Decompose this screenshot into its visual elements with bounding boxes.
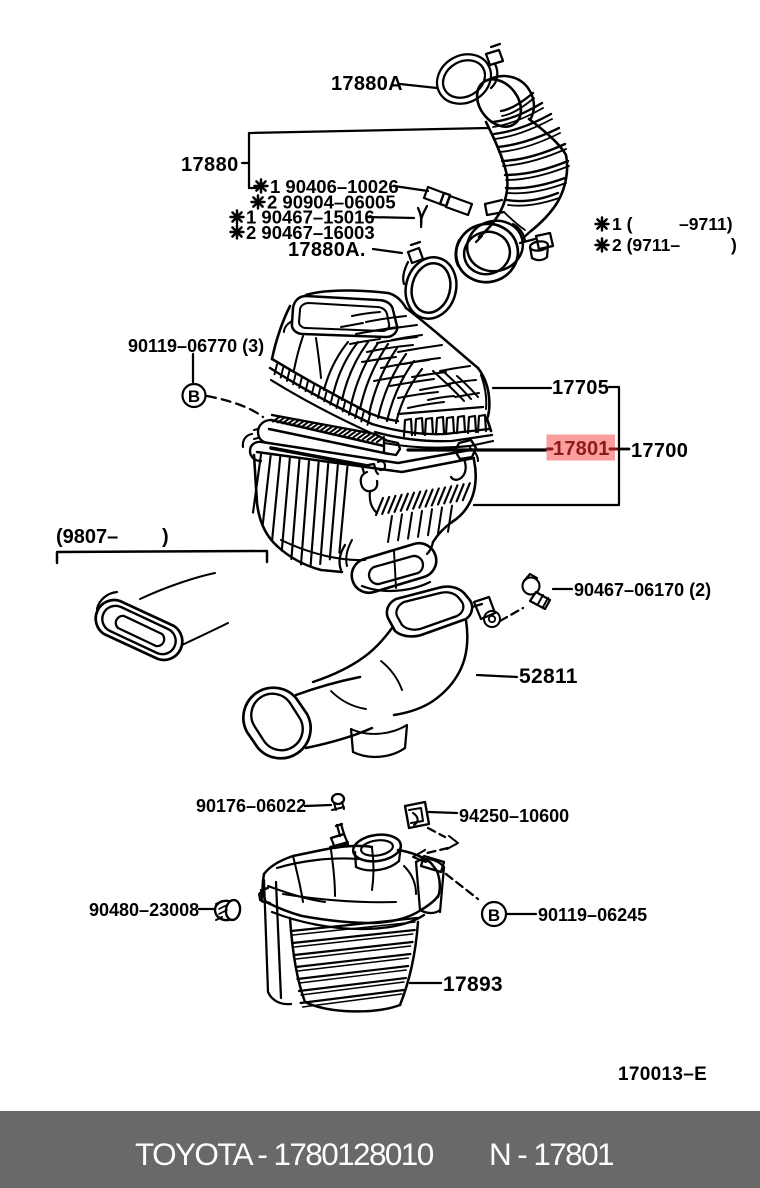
svg-text:B: B (488, 906, 500, 925)
svg-text:–9711): –9711) (679, 214, 733, 234)
svg-text:1 90467–15016: 1 90467–15016 (246, 207, 375, 228)
svg-text:90467–06170 (2): 90467–06170 (2) (574, 580, 711, 600)
svg-text:17700: 17700 (631, 440, 688, 462)
svg-text:17880A.: 17880A. (288, 239, 366, 261)
svg-text:1 (: 1 ( (612, 214, 633, 234)
svg-text:2 90467–16003: 2 90467–16003 (246, 222, 375, 243)
svg-text:170013–E: 170013–E (618, 1064, 707, 1085)
svg-text:(9807–: (9807– (56, 526, 118, 548)
svg-text:B: B (188, 387, 200, 406)
svg-text:17705: 17705 (552, 377, 609, 399)
svg-text:90176–06022: 90176–06022 (196, 796, 306, 816)
svg-text:90119–06245: 90119–06245 (538, 905, 647, 925)
svg-text:17893: 17893 (443, 973, 503, 996)
svg-text:N - 17801: N - 17801 (489, 1136, 613, 1172)
svg-text:): ) (162, 526, 169, 548)
svg-text:2 (9711–: 2 (9711– (612, 235, 680, 255)
svg-text:17880A: 17880A (331, 73, 403, 95)
svg-text:90119–06770 (3): 90119–06770 (3) (128, 336, 264, 356)
svg-text:17801: 17801 (553, 438, 610, 460)
svg-text:): ) (731, 235, 737, 255)
svg-text:1 90406–10026: 1 90406–10026 (270, 176, 399, 197)
svg-text:94250–10600: 94250–10600 (459, 806, 569, 826)
svg-text:52811: 52811 (519, 665, 578, 688)
svg-text:17880: 17880 (181, 154, 239, 176)
svg-text:2 90904–06005: 2 90904–06005 (267, 192, 396, 213)
svg-text:90480–23008: 90480–23008 (89, 900, 199, 920)
svg-text:TOYOTA - 1780128010: TOYOTA - 1780128010 (135, 1136, 434, 1172)
